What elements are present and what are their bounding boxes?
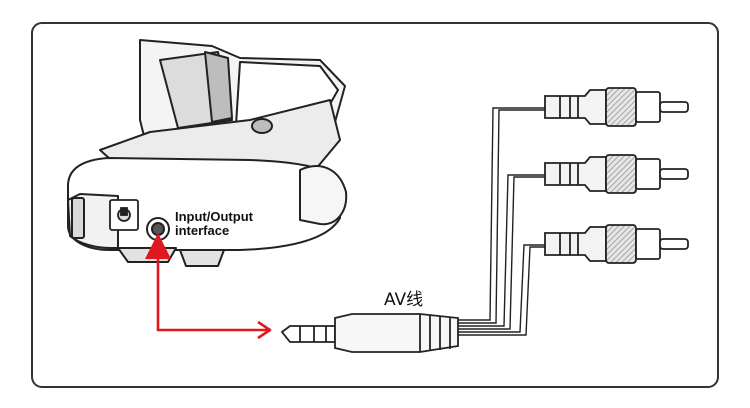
cable-wires <box>458 107 545 336</box>
rca-plug-3 <box>544 224 689 264</box>
3.5mm-trrs-plug-icon <box>280 313 459 353</box>
power-jack-icon <box>109 199 139 231</box>
io-interface-label: Input/Output interface <box>175 210 253 238</box>
rca-plug-2 <box>544 154 689 194</box>
rca-plug-1 <box>544 87 689 127</box>
connection-arrow <box>145 233 270 332</box>
av-jack-icon <box>146 217 170 241</box>
io-label-line1: Input/Output <box>175 209 253 224</box>
io-label-line2: interface <box>175 223 230 238</box>
av-cable-label: AV线 <box>384 290 424 310</box>
